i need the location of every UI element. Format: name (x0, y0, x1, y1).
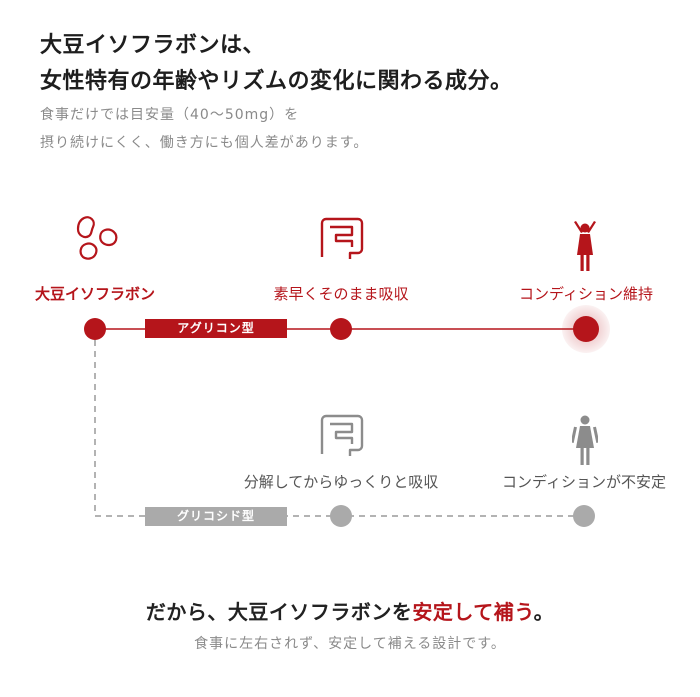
conclusion-lead: だから、大豆イソフラボンを (145, 600, 413, 624)
woman-standing-icon (572, 415, 598, 465)
lead-text: 食事だけでは目安量（40〜50mg）を 摂り続けにくく、働き方にも個人差がありま… (40, 101, 368, 157)
conclusion-tail: 。 (533, 600, 555, 624)
aglycone-mid-dot (330, 318, 352, 340)
conclusion-headline: だから、大豆イソフラボンを安定して補う。 (0, 596, 700, 625)
glycoside-mid-dot (330, 505, 352, 527)
conclusion-subtext: 食事に左右されず、安定して補える設計です。 (194, 636, 506, 652)
start-dot (84, 318, 106, 340)
condition-unstable-label: コンディションが不安定 (502, 473, 666, 491)
intestine-icon (320, 217, 364, 259)
soybean-icon (76, 216, 118, 260)
intestine-icon-gray (320, 414, 364, 456)
headline-line-1: 大豆イソフラボンは、 (40, 33, 266, 58)
aglycone-end-dot (573, 316, 599, 342)
glycoside-end-dot (573, 505, 595, 527)
aglycone-type-tag: アグリコン型 (145, 319, 287, 338)
fast-absorption-label: 素早くそのまま吸収 (273, 285, 409, 303)
lead-line-1: 食事だけでは目安量（40〜50mg）を (40, 107, 300, 123)
condition-maintained-label: コンディション維持 (519, 285, 653, 303)
headline-line-2: 女性特有の年齢やリズムの変化に関わる成分。 (40, 69, 513, 94)
glycoside-type-tag: グリコシド型 (145, 507, 287, 526)
soy-isoflavone-label: 大豆イソフラボン (34, 285, 156, 303)
conclusion-emphasis: 安定して補う (412, 600, 534, 624)
headline: 大豆イソフラボンは、 女性特有の年齢やリズムの変化に関わる成分。 (40, 28, 513, 100)
slow-absorption-label: 分解してからゆっくりと吸収 (243, 473, 439, 491)
woman-cheering-icon (574, 221, 596, 271)
lead-line-2: 摂り続けにくく、働き方にも個人差があります。 (40, 135, 369, 151)
